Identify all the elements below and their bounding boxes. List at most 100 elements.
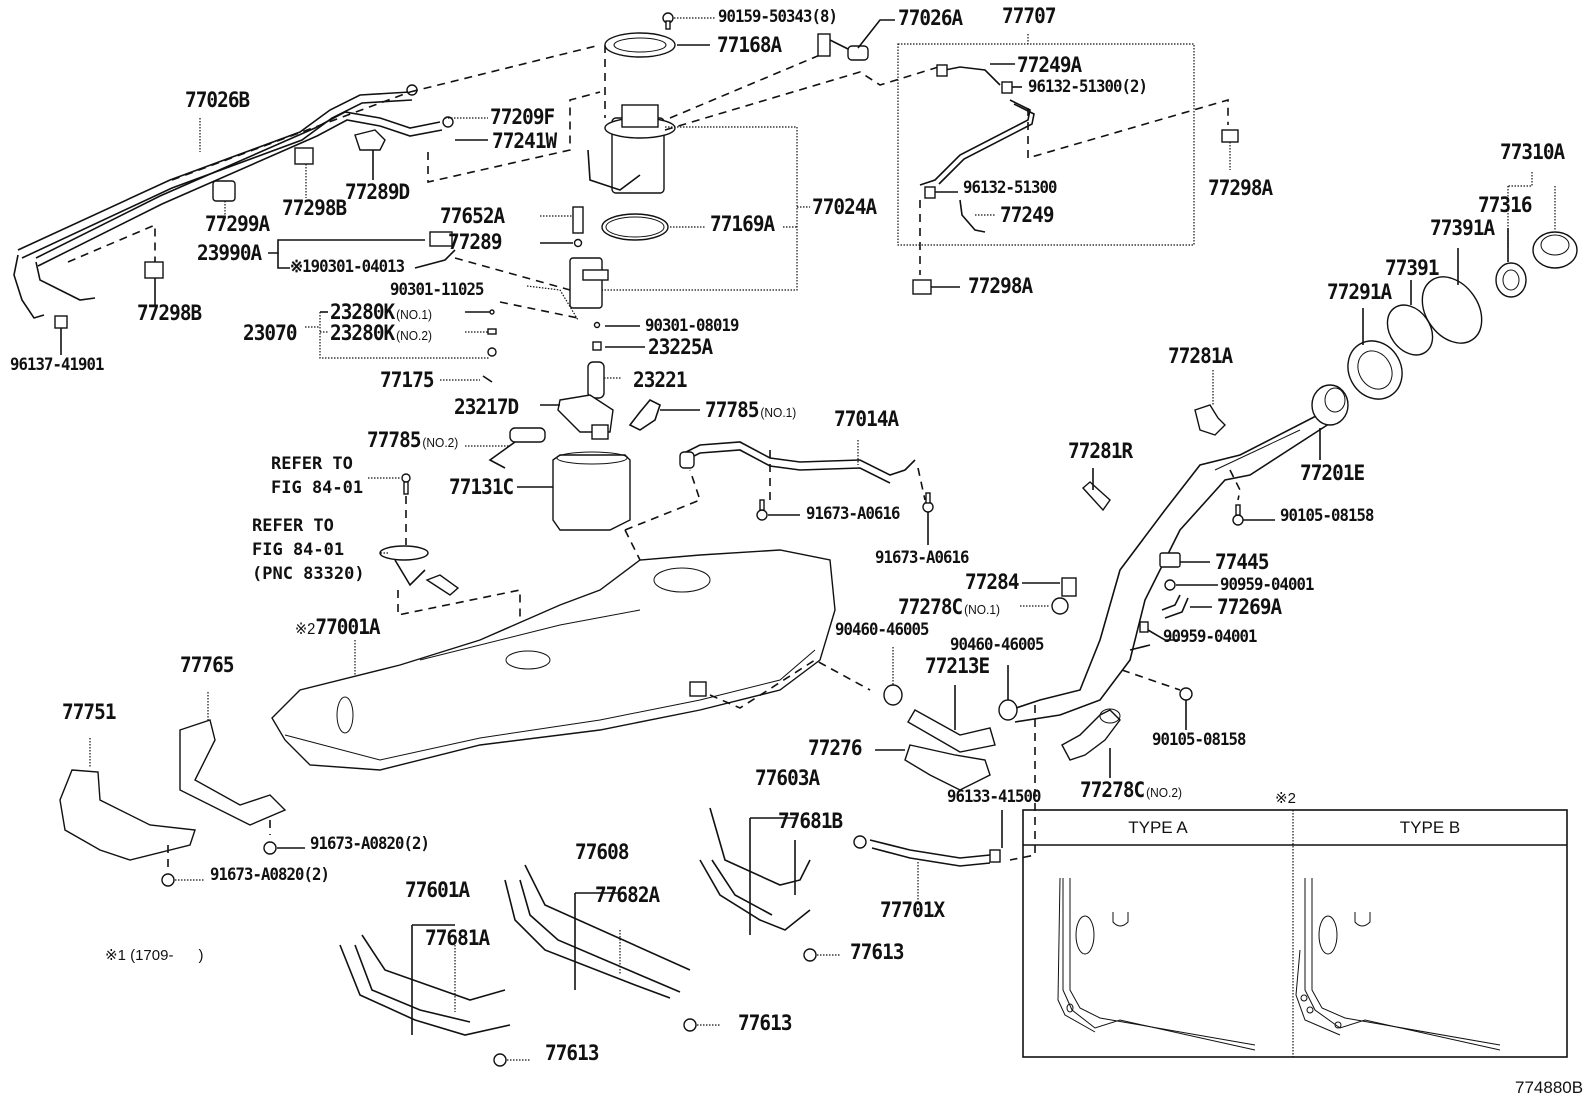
label-77652a[interactable]: 77652A — [440, 204, 505, 228]
label-23990a[interactable]: 23990A — [197, 241, 262, 265]
label-77608[interactable]: 77608 — [575, 840, 629, 864]
strap-77603a — [699, 807, 811, 931]
label-77391[interactable]: 77391 — [1385, 256, 1439, 280]
label-77681a[interactable]: 77681A — [425, 926, 490, 950]
label-77613-a[interactable]: 77613 — [545, 1041, 599, 1065]
label-91673-a0616-b[interactable]: 91673-A0616 — [875, 548, 969, 568]
label-77603a[interactable]: 77603A — [755, 766, 820, 790]
hose-77701x — [853, 835, 991, 867]
label-90105-08158-b[interactable]: 90105-08158 — [1152, 730, 1246, 750]
bracket-77751 — [59, 769, 196, 861]
bracket-77765 — [179, 719, 287, 826]
label-90301-08019[interactable]: 90301-08019 — [645, 316, 739, 336]
label-91673-a0820-a[interactable]: 91673-A0820(2) — [310, 834, 430, 854]
label-77682a[interactable]: 77682A — [595, 883, 660, 907]
clip-96137 — [54, 315, 68, 329]
label-91673-a0616-a[interactable]: 91673-A0616 — [806, 504, 900, 524]
label-77707[interactable]: 77707 — [1002, 4, 1056, 28]
label-77001a[interactable]: ※277001A — [293, 615, 381, 639]
label-90105-08158-a[interactable]: 90105-08158 — [1280, 506, 1374, 526]
label-90959-04001-a[interactable]: 90959-04001 — [1220, 575, 1314, 595]
label-77026b[interactable]: 77026B — [185, 88, 250, 112]
label-96132-51300[interactable]: 96132-51300 — [963, 178, 1057, 198]
label-77281a[interactable]: 77281A — [1168, 344, 1233, 368]
label-77131c[interactable]: 77131C — [449, 475, 514, 499]
connector-77026a — [817, 33, 869, 61]
label-96133-41500[interactable]: 96133-41500 — [947, 787, 1041, 807]
label-77601a[interactable]: 77601A — [405, 878, 470, 902]
label-77298b-a[interactable]: 77298B — [282, 196, 347, 220]
label-90159-50343[interactable]: 90159-50343(8) — [718, 7, 838, 27]
sender-gauge — [379, 545, 460, 596]
clamp-77284 — [1061, 577, 1077, 597]
label-77289[interactable]: 77289 — [448, 230, 502, 254]
label-23070[interactable]: 23070 — [243, 321, 297, 345]
label-77014a[interactable]: 77014A — [834, 407, 899, 431]
label-90959-04001-b[interactable]: 90959-04001 — [1163, 627, 1257, 647]
label-77269a[interactable]: 77269A — [1217, 595, 1282, 619]
screw-refer — [401, 473, 411, 495]
label-77024a[interactable]: 77024A — [812, 195, 877, 219]
label-23225a[interactable]: 23225A — [648, 335, 713, 359]
bolt-91673-a0820-a — [263, 841, 277, 855]
label-77785-no2[interactable]: 77785(NO.2) — [367, 430, 458, 451]
strap-77608 — [504, 864, 691, 999]
label-23280k-no1-sub: (NO.1) — [396, 307, 432, 322]
label-77681b[interactable]: 77681B — [778, 809, 843, 833]
label-77249[interactable]: 77249 — [1000, 203, 1054, 227]
figure-id: 774880B — [1515, 1078, 1584, 1097]
label-77284[interactable]: 77284 — [965, 570, 1019, 594]
label-77276[interactable]: 77276 — [808, 736, 862, 760]
hose-77276 — [904, 744, 991, 791]
label-77765[interactable]: 77765 — [180, 653, 234, 677]
label-77175[interactable]: 77175 — [380, 368, 434, 392]
label-77289d[interactable]: 77289D — [345, 180, 410, 204]
label-23280k-no2[interactable]: 23280K(NO.2) — [330, 323, 432, 344]
label-77278c-no2[interactable]: 77278C(NO.2) — [1080, 780, 1182, 801]
label-77785-no1[interactable]: 77785(NO.1) — [705, 400, 796, 421]
label-77249a[interactable]: 77249A — [1017, 53, 1082, 77]
clip-77289d — [354, 129, 386, 151]
label-77751[interactable]: 77751 — [62, 700, 116, 724]
label-77281r[interactable]: 77281R — [1068, 439, 1133, 463]
label-77213e[interactable]: 77213E — [925, 654, 990, 678]
label-90460-46005-b[interactable]: 90460-46005 — [950, 635, 1044, 655]
label-77201e[interactable]: 77201E — [1300, 461, 1365, 485]
label-90301-11025[interactable]: 90301-11025 — [390, 280, 484, 300]
refer-to-fig-84-01-pnc: REFER TO FIG 84-01 (PNC 83320) — [252, 516, 365, 584]
clip-77298b-a — [294, 147, 314, 165]
bolt-91673-a0616-a — [756, 499, 768, 521]
label-77168a[interactable]: 77168A — [717, 33, 782, 57]
label-190301-04013[interactable]: ※190301-04013 — [290, 257, 405, 277]
label-91673-a0820-b[interactable]: 91673-A0820(2) — [210, 865, 330, 885]
label-23217d[interactable]: 23217D — [454, 395, 519, 419]
label-77026a[interactable]: 77026A — [898, 6, 963, 30]
label-77298a-mid[interactable]: 77298A — [968, 274, 1033, 298]
label-77169a[interactable]: 77169A — [710, 212, 775, 236]
fuel-cap-77310a — [1532, 231, 1578, 269]
label-77391a[interactable]: 77391A — [1430, 216, 1495, 240]
label-96132-51300-2[interactable]: 96132-51300(2) — [1028, 77, 1148, 97]
label-77613-b[interactable]: 77613 — [738, 1011, 792, 1035]
label-77298b-b[interactable]: 77298B — [137, 301, 202, 325]
label-77316[interactable]: 77316 — [1478, 193, 1532, 217]
clamp-90460-b — [998, 699, 1018, 721]
label-77291a[interactable]: 77291A — [1327, 280, 1392, 304]
clip-77298b-b — [144, 261, 164, 279]
label-77445[interactable]: 77445 — [1215, 550, 1269, 574]
o-ring-77169a — [601, 213, 669, 241]
label-77241w[interactable]: 77241W — [492, 129, 557, 153]
hose-77213e — [907, 709, 996, 753]
label-77310a[interactable]: 77310A — [1500, 140, 1565, 164]
label-77613-c[interactable]: 77613 — [850, 940, 904, 964]
label-77001a-num: 77001A — [315, 615, 380, 639]
label-77701x[interactable]: 77701X — [880, 898, 945, 922]
label-96137-41901[interactable]: 96137-41901 — [10, 355, 104, 375]
label-23221[interactable]: 23221 — [633, 368, 687, 392]
label-90460-46005-a[interactable]: 90460-46005 — [835, 620, 929, 640]
label-77209f[interactable]: 77209F — [490, 105, 555, 129]
label-23280k-no1[interactable]: 23280K(NO.1) — [330, 302, 432, 323]
label-77298a-top[interactable]: 77298A — [1208, 176, 1273, 200]
label-77278c-no1[interactable]: 77278C(NO.1) — [898, 597, 1000, 618]
label-77299a[interactable]: 77299A — [205, 212, 270, 236]
